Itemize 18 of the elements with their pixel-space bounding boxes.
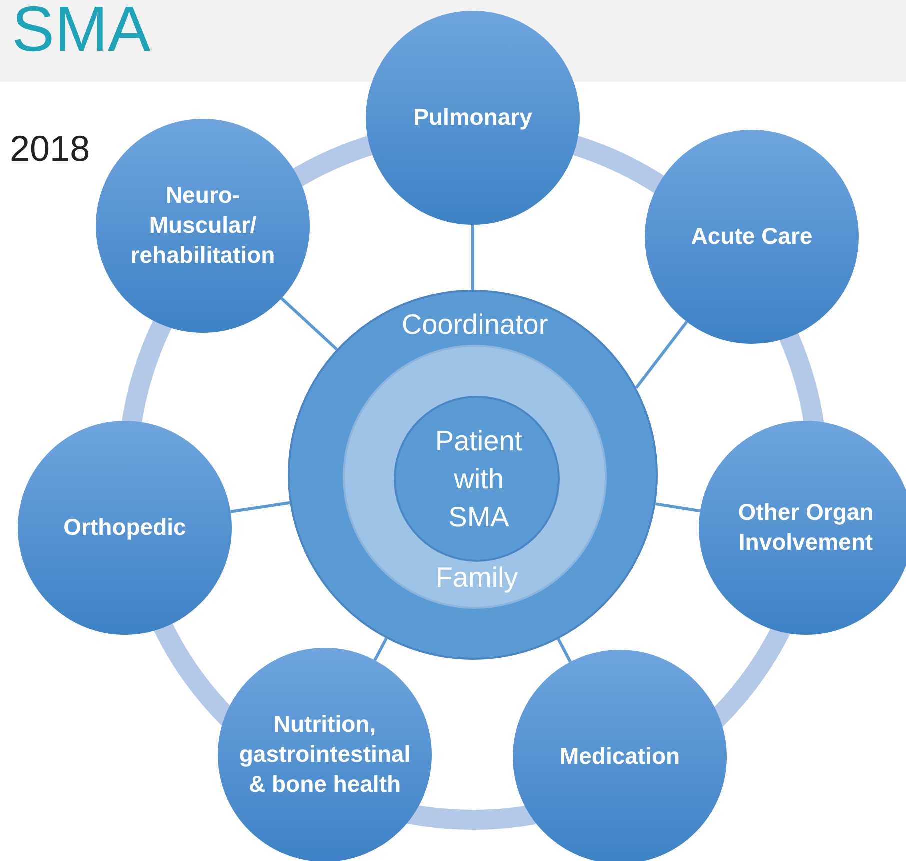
connector-line [635,321,688,390]
year-label: 2018 [10,128,90,170]
connector-line [374,638,388,662]
connector-line [557,638,572,663]
node-label: Family [434,561,520,596]
connector-line [472,225,474,290]
node-label: Acute Care [690,222,814,252]
node-label: Patient with SMA [434,424,524,534]
node-label: Orthopedic [62,513,188,542]
connector-line [230,501,290,514]
title: SMA [12,0,151,64]
node-label: Medication [558,742,682,772]
node-label: Nutrition, gastrointestinal & bone health [238,710,412,799]
connector-line [280,297,338,351]
node-label: Pulmonary [412,103,534,132]
node-label: Other Organ Involvement [737,498,875,557]
node-label: Neuro- Muscular/ rehabilitation [130,181,276,270]
node-label: Coordinator [400,308,550,342]
